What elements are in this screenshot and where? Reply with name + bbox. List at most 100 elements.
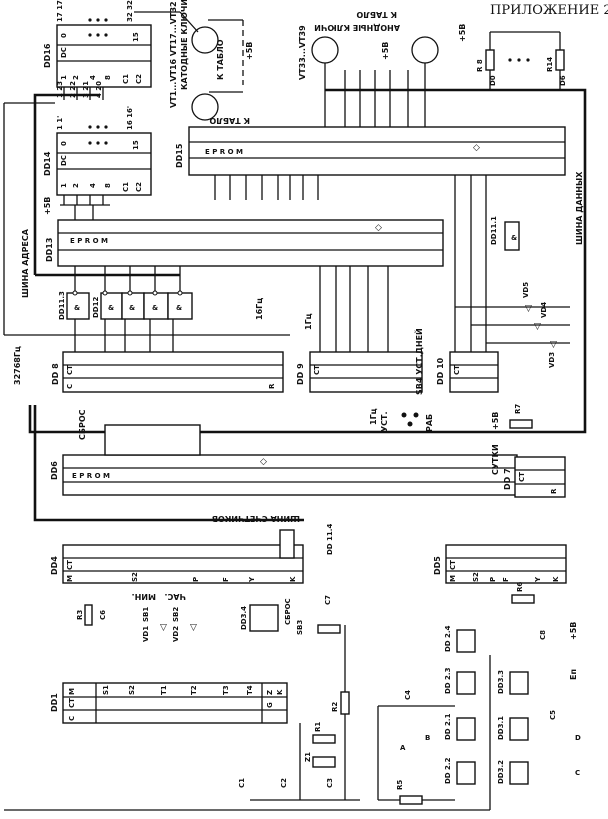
dd16-top-last: 32 32' [126,0,134,22]
dd3-3-label: DD3.3 [497,670,505,694]
vcc-label: +5В [458,24,467,42]
dd14-in4: 4 [89,183,97,188]
to-display-label-3: К ТАБЛО [356,10,397,19]
dd4-m: M [66,575,74,582]
dd7-r: R [550,488,558,494]
anode-range-label: VT33...VT39 [298,25,307,80]
dd5-s2: S2 [472,572,480,582]
chip-dd7: DD 7 CT R [503,456,566,498]
dd4-k: K [289,576,297,582]
diode-vd4-icon: ▽ [534,322,541,332]
address-bus-label: ШИНА АДРЕСА [21,228,30,298]
chip-dd10: DD 10 CT ▽ ▽ ▽ VD5 VD4 VD3 & DD11.1 [436,216,570,393]
dd16-pin: 4 20 [95,81,103,98]
time-set-buttons[interactable]: R3 C6 SB1 SB2 VD1 VD2 ▽ ▽ ЧАС. МИН. DD3.… [76,592,341,642]
dd14-in8: 8 [104,183,112,188]
data-bus-label: ШИНА ДАННЫХ [575,171,584,245]
dd16-in4: 4 [89,75,97,80]
dd2-3-label: DD 2.3 [444,667,452,694]
resistor-r2 [340,691,350,715]
dd10-label: DD 10 [436,357,445,385]
vcc-label: +5В [569,622,578,640]
dd1-label: DD1 [50,693,59,712]
vd1-label: VD1 [142,626,150,642]
d6-label: D6 [559,75,567,86]
hours-label: ЧАС. [164,592,186,601]
and-gate-icon: & [129,304,135,312]
dd5-y: Y [534,576,542,583]
diode-vd3-icon: ▽ [550,340,557,350]
c4-label: C4 [404,690,412,700]
c8-label: C8 [539,630,547,640]
dd6-fn: E P R O M [72,472,110,480]
anode-keys: АНОДНЫЕ КЛЮЧИ VT33...VT39 К ТАБЛО +5В +5… [245,10,439,127]
mode-switch[interactable]: 1Гц УСТ. РАБ R7 +5В [369,404,533,432]
cathode-keys-label: КАТОДНЫЕ КЛЮЧИ [180,0,189,90]
data-bus: ШИНА ДАННЫХ [28,88,587,434]
dd1-c: C [68,716,76,721]
dd14-in1: 1 [60,183,68,188]
dd4-p: P [192,577,200,582]
dd12-label: DD12 [92,297,100,318]
dd5-k: K [552,576,560,582]
address-bus: ШИНА АДРЕСА [3,93,290,336]
diode-icon: ▽ [160,623,167,633]
chip-dd16: DD16 0 DC 15 1 2 4 8 C1 C2 17 17' 32 32'… [43,0,152,100]
r3-label: R3 [76,610,84,620]
sb2-label: SB2 [172,607,180,622]
transistor-icon [191,26,219,54]
chip-dd1: DD1 M CT C S1 S2 T1 T2 T3 T4 Z K G [50,682,288,724]
dd1-z: Z [266,690,274,695]
point-a-label: A [400,744,406,752]
cathode-keys: VT1...VT16 VT17...VT32 КАТОДНЫЕ КЛЮЧИ К … [134,0,250,125]
crystal-z1 [312,756,336,768]
diode-vd5-icon: ▽ [525,304,532,314]
to-display-label-2: К ТАБЛО [209,116,250,125]
anode-keys-label: АНОДНЫЕ КЛЮЧИ [314,23,400,32]
resistor-r5 [399,795,423,805]
chip-dd15: DD15 E P R O M ◇ [175,126,566,290]
dd3-4-label: DD3.4 [240,606,248,630]
dd6-label: DD6 [50,461,59,480]
point-d-label: D [575,734,581,742]
dd4-fn: CT [66,560,74,570]
freq-1b-label: 1Гц [369,408,378,425]
dd14-top-last: 16 16' [126,106,134,130]
dd16-pin: 3 21 [82,81,90,98]
title: ПРИЛОЖЕНИЕ 2 [490,3,608,18]
mode-set-label: УСТ. [380,411,389,432]
dd2-4-label: DD 2.4 [444,625,452,652]
dd1-s2: S2 [128,685,136,695]
chip-dd4: DD4 CT M S2 P F Y K DD 11.4 [50,524,334,584]
dd5-f: F [502,577,510,582]
vd2-label: VD2 [172,626,180,642]
point-b-label: B [425,734,430,742]
dd2-1-label: DD 2.1 [444,713,452,740]
dd5-p: P [489,577,497,582]
dd11-1-label: DD11.1 [490,216,498,245]
dd16-in1: 1 [60,75,68,80]
transistor-icon [411,36,439,64]
resistor-r14 [555,49,565,71]
counter-bus: ШИНА СЧЕТЧИКОВ [33,405,304,523]
dd14-label: DD14 [43,151,52,176]
sb1-label: SB1 [142,607,150,622]
dd4-label: DD4 [50,556,59,575]
dd16-c2: C2 [135,74,143,84]
dd16-top-first: 17 17' [56,0,64,22]
counter-bus-label: ШИНА СЧЕТЧИКОВ [212,514,300,523]
bidir-arrow-icon: ◇ [375,223,382,233]
transistor-icon [191,93,219,121]
dd4-y: Y [248,576,256,583]
gates-dd12: & & & & & DD11.3 DD12 [58,266,193,320]
dd2-2-label: DD 2.2 [444,757,452,784]
to-display-label-1: К ТАБЛО [216,39,225,80]
reset2-label: СБРОС [284,598,292,625]
chip-dd14: DD14 0 DC 15 1 2 4 8 C1 C2 1 1' 16 16' [43,106,152,205]
dd1-t3: T3 [222,685,230,695]
dd13-label: DD13 [45,238,54,262]
mode-work-label: РАБ [425,414,434,432]
dd16-pin: 2 22 [69,81,77,98]
and-gate-icon: & [176,304,182,312]
d0-label: D0 [489,75,497,86]
